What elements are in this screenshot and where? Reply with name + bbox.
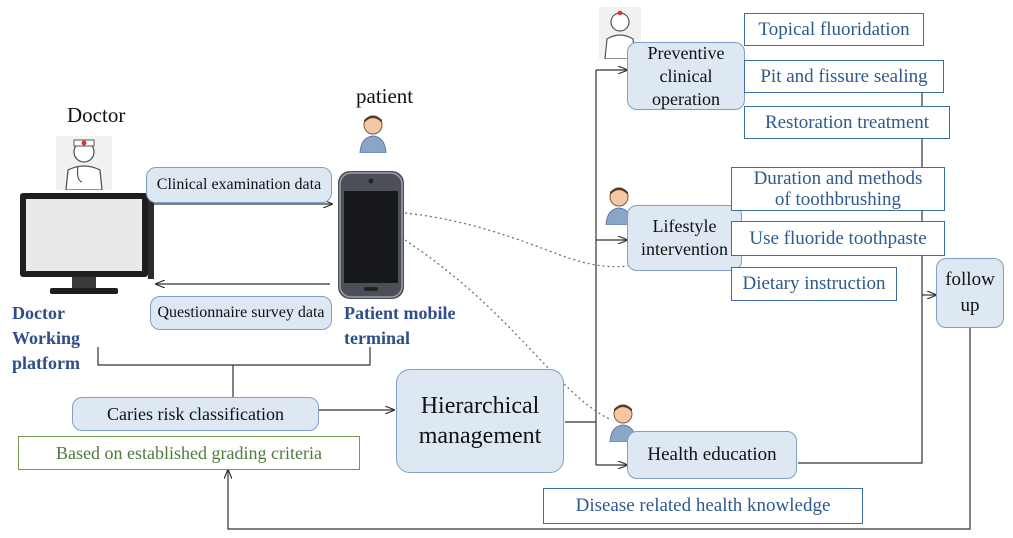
follow-up-box: follow up — [936, 258, 1004, 328]
platform-bracket — [97, 347, 371, 366]
questionnaire-survey-label: Questionnaire survey data — [150, 296, 332, 330]
doctor-icon — [56, 136, 112, 190]
caries-risk-classification-box: Caries risk classification — [72, 397, 319, 431]
disease-knowledge-box: Disease related health knowledge — [543, 488, 863, 524]
dotted-curve-lower — [404, 239, 613, 421]
preventive-to-followup — [798, 86, 923, 464]
pit-fissure-sealing-box: Pit and fissure sealing — [744, 60, 944, 93]
patient-phone-icon — [338, 171, 404, 299]
restoration-treatment-box: Restoration treatment — [744, 106, 950, 139]
followup-return — [228, 328, 971, 530]
hierarchical-management-box: Hierarchical management — [396, 369, 564, 473]
patient-label: patient — [356, 84, 414, 108]
grading-criteria-box: Based on established grading criteria — [18, 436, 360, 470]
doctor-working-platform-label: Doctor Working platform — [12, 303, 81, 373]
patient-icon — [359, 115, 387, 153]
doctor-label: Doctor — [67, 103, 126, 127]
topical-fluoridation-box: Topical fluoridation — [744, 13, 924, 46]
clinical-examination-label: Clinical examination data — [146, 167, 332, 203]
toothbrushing-box: Duration and methods of toothbrushing — [731, 167, 945, 211]
patient-mobile-terminal-label: Patient mobile terminal — [344, 303, 456, 348]
fluoride-toothpaste-box: Use fluoride toothpaste — [731, 221, 945, 256]
lifestyle-patient-icon — [605, 187, 633, 225]
preventive-clinical-operation-box: Preventive clinical operation — [627, 42, 745, 110]
doctor-monitor-icon — [20, 193, 154, 294]
dotted-curve-upper — [404, 212, 629, 268]
dietary-instruction-box: Dietary instruction — [731, 267, 897, 301]
lifestyle-intervention-box: Lifestyle intervention — [627, 205, 742, 271]
health-education-box: Health education — [627, 431, 797, 479]
